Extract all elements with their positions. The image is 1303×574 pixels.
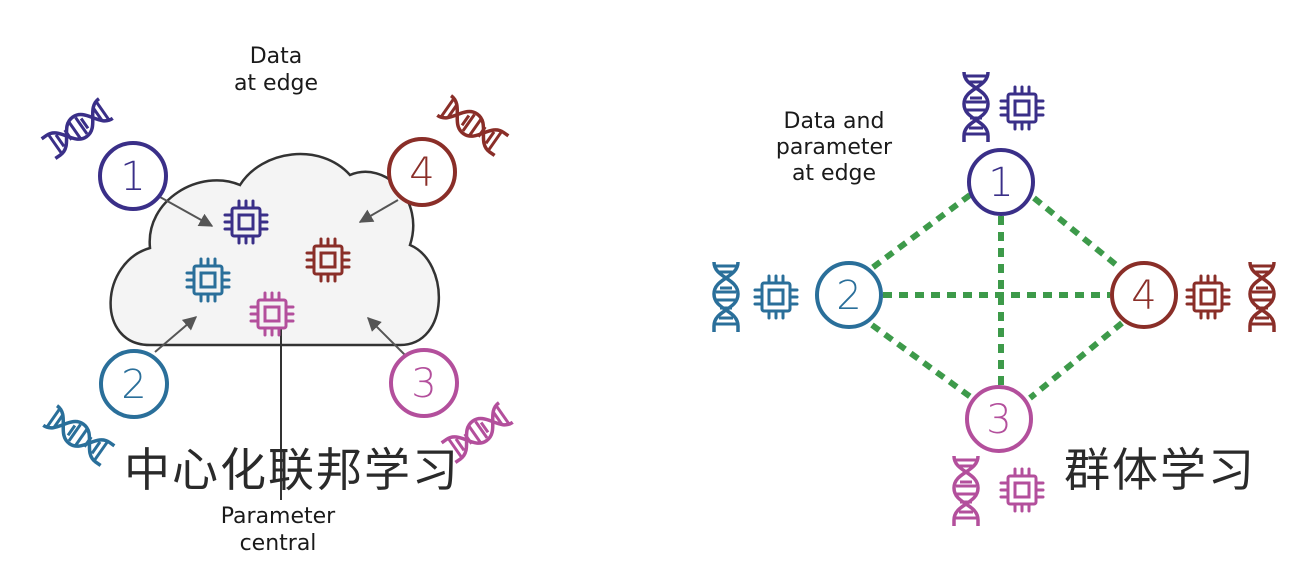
left-node-1-label: 1	[120, 154, 145, 200]
dna-helix-icon	[39, 96, 115, 161]
link-4-3	[1028, 320, 1124, 401]
link-1-4	[1032, 195, 1122, 271]
left-node-1: 1	[98, 141, 168, 211]
right-node-4: 4	[1110, 261, 1178, 329]
data-and-parameter-label-line2: parameter	[776, 135, 893, 160]
arrow-node4-to-cloud	[358, 199, 399, 223]
dna-helix-icon	[41, 403, 117, 468]
centralized-panel: 1 4 2 3 Data at edge Parameter central 中…	[39, 44, 515, 556]
dna-helix-icon	[712, 260, 740, 334]
left-node-4: 4	[387, 137, 457, 207]
left-node-3-label: 3	[411, 361, 436, 407]
parameter-central-label-line2: central	[240, 531, 317, 556]
right-node-1: 1	[967, 148, 1035, 216]
swarm-learning-caption: 群体学习	[1064, 443, 1256, 497]
data-and-parameter-label-line1: Data and	[784, 109, 885, 134]
link-1-2	[870, 192, 972, 271]
left-node-3: 3	[389, 348, 459, 418]
left-node-2-label: 2	[121, 362, 146, 408]
left-node-4-label: 4	[409, 150, 434, 196]
dna-helix-icon	[962, 70, 990, 144]
cloud-server	[109, 152, 440, 347]
arrow-node3-to-cloud	[367, 317, 406, 356]
right-node-3-label: 3	[986, 397, 1011, 443]
data-at-edge-label-line2: at edge	[234, 71, 318, 96]
parameter-central-label-line1: Parameter	[221, 504, 336, 529]
microchip-icon	[999, 467, 1045, 513]
dna-helix-icon	[1248, 260, 1276, 334]
swarm-panel: 1 2 4 3 Data a	[712, 70, 1276, 528]
data-and-parameter-label-line3: at edge	[792, 161, 876, 186]
centralized-fl-caption: 中心化联邦学习	[124, 443, 460, 497]
right-node-4-label: 4	[1131, 273, 1156, 319]
microchip-icon	[1185, 274, 1231, 320]
left-node-2: 2	[99, 349, 169, 419]
dna-helix-icon	[952, 454, 980, 528]
microchip-icon	[753, 274, 799, 320]
dna-helix-icon	[435, 93, 511, 158]
link-2-3	[870, 322, 974, 401]
right-node-1-label: 1	[988, 160, 1013, 206]
right-node-2-label: 2	[836, 273, 861, 319]
right-node-2: 2	[815, 261, 883, 329]
microchip-icon	[999, 85, 1045, 131]
data-at-edge-label-line1: Data	[250, 44, 303, 69]
arrow-node2-to-cloud	[154, 316, 198, 353]
right-node-3: 3	[965, 385, 1033, 453]
arrow-node1-to-cloud	[159, 196, 214, 227]
